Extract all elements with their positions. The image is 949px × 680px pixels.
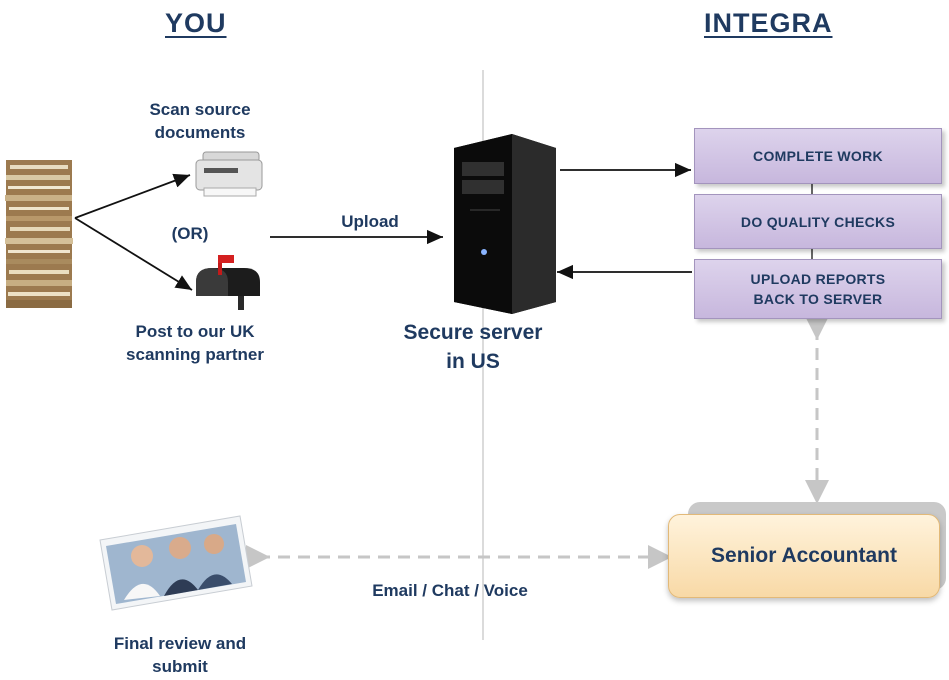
- arrow-docs-to-scanner: [74, 173, 191, 219]
- server-icon: [454, 134, 556, 314]
- header-integra: INTEGRA: [704, 8, 833, 38]
- step-quality-checks: DO QUALITY CHECKS: [694, 194, 942, 249]
- team-photo-icon: [99, 515, 253, 611]
- final-review-label: Final review and submit: [113, 634, 247, 676]
- paper-stack-icon: [5, 160, 73, 308]
- step-upload-reports: UPLOAD REPORTS BACK TO SERVER: [694, 259, 942, 319]
- post-label: Post to our UK scanning partner: [126, 322, 264, 364]
- server-label: Secure server in US: [403, 321, 543, 373]
- scanner-icon: [195, 151, 263, 197]
- communication-label: Email / Chat / Voice: [372, 581, 528, 600]
- upload-label: Upload: [341, 212, 399, 231]
- header-you: YOU: [165, 8, 227, 38]
- step-complete-work: COMPLETE WORK: [694, 128, 942, 184]
- mailbox-icon: [196, 255, 260, 310]
- senior-accountant-box: Senior Accountant: [668, 514, 940, 598]
- or-label: (OR): [171, 224, 209, 243]
- arrow-docs-to-mailbox: [74, 217, 193, 291]
- scan-label: Scan source documents: [149, 100, 251, 142]
